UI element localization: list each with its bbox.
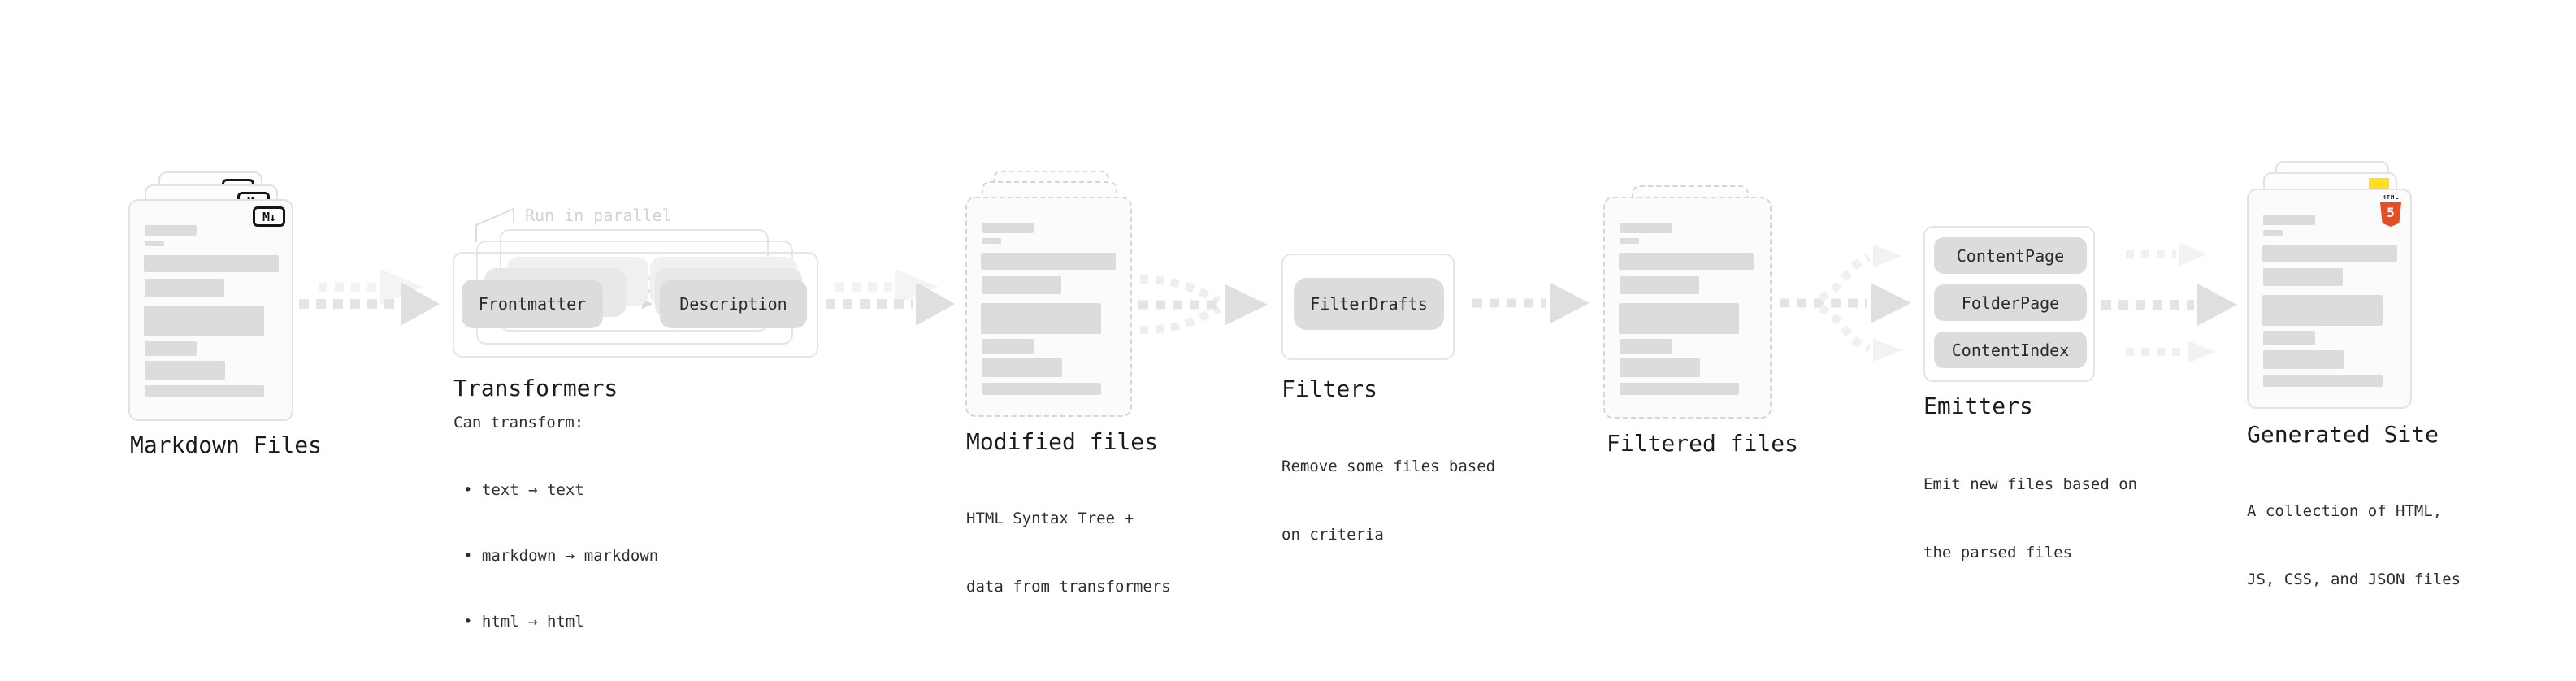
placeholder-line [2263,230,2283,236]
placeholder-line [2262,245,2397,262]
arrow-transformers-to-modified [826,269,955,326]
placeholder-line [144,255,279,272]
file-card [965,197,1132,417]
desc-line: data from transformers [966,578,1171,596]
file-card [1603,197,1772,419]
javascript-icon [2369,178,2389,189]
stage-label-markdown-files: Markdown Files [130,432,323,458]
placeholder-line [145,225,197,236]
placeholder-line [1620,339,1672,354]
placeholder-line [1620,358,1700,377]
arrow-filtered-to-emitters [1780,245,1911,362]
folderpage-button: FolderPage [1934,284,2087,321]
description-button: Description [660,280,807,328]
placeholder-line [1620,238,1639,244]
desc-line: on criteria [1281,526,1384,544]
placeholder-line [145,341,197,356]
placeholder-line [145,279,224,297]
placeholder-line [2263,268,2343,286]
modified-files-desc: HTML Syntax Tree + data from transformer… [966,462,1171,644]
file-card-html: HTML 5 [2247,189,2412,409]
placeholder-line [2263,215,2315,225]
placeholder-line [2263,350,2344,369]
placeholder-line [982,223,1034,233]
run-in-parallel-annotation: Run in parallel [525,206,672,225]
bullet-item: • text → text [463,481,584,499]
placeholder-line [2263,375,2383,387]
generated-site-desc: A collection of HTML, JS, CSS, and JSON … [2247,454,2461,636]
markdown-icon: M↓ [253,206,285,227]
filters-frame [1281,254,1455,360]
stage-label-filters: Filters [1281,375,1378,402]
placeholder-line [144,306,264,336]
placeholder-line [1620,223,1672,233]
desc-line: JS, CSS, and JSON files [2247,570,2461,588]
arrow-modified-to-filters [1138,275,1268,334]
arrow-markdown-to-transformers [299,269,440,326]
placeholder-line [145,241,164,246]
transformers-bullet-list: • text → text • markdown → markdown • ht… [463,436,658,677]
arrow-filters-to-filtered [1472,283,1589,323]
desc-line: Emit new files based on [1923,475,2138,493]
html5-icon-word: HTML [2382,194,2400,201]
transformer-frame [453,252,818,358]
placeholder-line [982,276,1061,294]
contentpage-button: ContentPage [1934,237,2087,274]
stage-label-modified-files: Modified files [966,428,1159,455]
stage-label-emitters: Emitters [1923,393,2033,419]
file-card: M↓ [128,199,293,421]
placeholder-line [982,238,1001,244]
stage-label-transformers: Transformers [453,375,618,401]
desc-line: A collection of HTML, [2247,502,2443,520]
desc-line: HTML Syntax Tree + [966,510,1134,527]
desc-line: Remove some files based [1281,458,1496,475]
placeholder-line [981,303,1101,334]
frontmatter-button: Frontmatter [462,280,603,328]
bullet-item: • markdown → markdown [463,547,659,565]
placeholder-line [145,361,225,380]
transformers-desc-heading: Can transform: [453,414,584,432]
placeholder-line [1620,276,1699,294]
placeholder-line [1619,303,1739,334]
annotation-leader-line [475,207,514,242]
bullet-item: • html → html [463,613,584,631]
placeholder-line [145,385,264,397]
placeholder-line [982,383,1101,395]
arrow-emitters-to-generated [2101,243,2237,363]
html5-icon-shield: 5 [2380,202,2401,227]
placeholder-line [982,339,1034,354]
emitters-desc: Emit new files based on the parsed files [1923,427,2137,609]
filterdrafts-button: FilterDrafts [1294,278,1444,330]
placeholder-line [2262,295,2383,326]
contentindex-button: ContentIndex [1934,332,2087,368]
placeholder-line [1620,383,1739,395]
stage-label-generated-site: Generated Site [2247,421,2439,448]
emitters-frame [1923,226,2095,382]
placeholder-line [2263,331,2315,345]
placeholder-line [981,253,1116,270]
stage-label-filtered-files: Filtered files [1607,430,1799,457]
filters-desc: Remove some files based on criteria [1281,410,1495,592]
html5-icon: HTML 5 [2379,194,2402,227]
desc-line: the parsed files [1923,544,2073,562]
placeholder-line [982,358,1062,377]
placeholder-line [1619,253,1754,270]
